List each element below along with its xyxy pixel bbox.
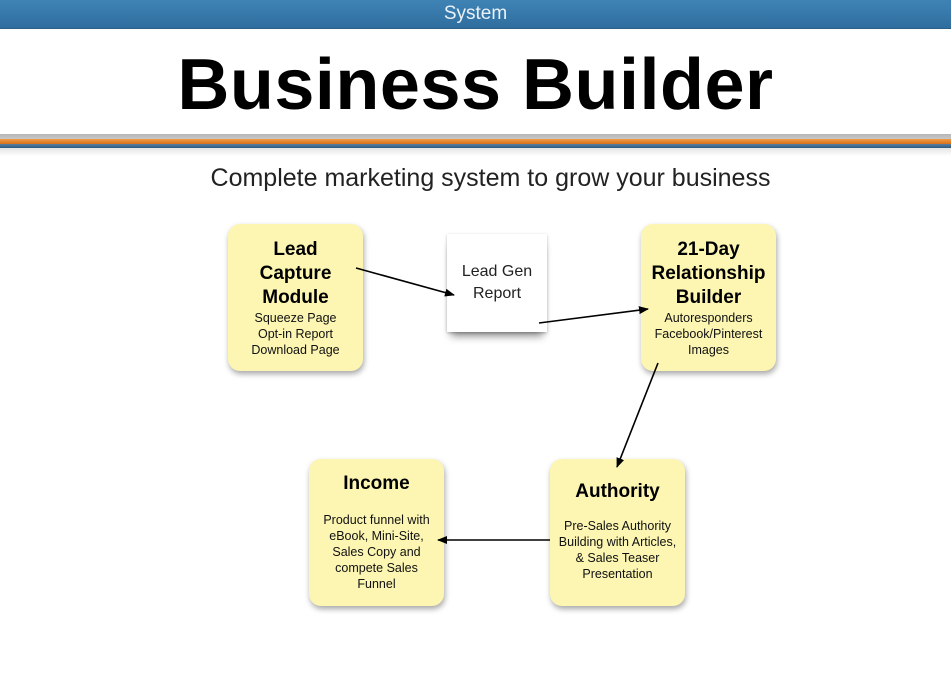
node-title: Income [343, 473, 410, 494]
node-title: Lead Capture Module [259, 239, 332, 308]
node-description: Autoresponders Facebook/Pinterest Images [654, 311, 763, 357]
page-title: Business Builder [177, 45, 774, 125]
section-label: System [443, 3, 508, 24]
authority-node: Authority Pre-Sales Authority Building w… [550, 459, 685, 606]
title-rule-orange [0, 139, 951, 144]
lead-gen-report-node: Lead Gen Report [447, 234, 547, 332]
page-subtitle: Complete marketing system to grow your b… [210, 164, 771, 192]
node-description: Squeeze Page Opt-in Report Download Page [251, 311, 340, 357]
node-description: Pre-Sales Authority Building with Articl… [558, 519, 677, 581]
arrow-report-to-relationship [538, 306, 649, 324]
relationship-builder-node: 21-Day Relationship Builder Autoresponde… [641, 224, 776, 371]
income-node: Income Product funnel with eBook, Mini-S… [309, 459, 444, 606]
arrow-relationship-to-authority [616, 362, 659, 468]
node-title: Authority [575, 481, 660, 502]
node-description: Product funnel with eBook, Mini-Site, Sa… [323, 513, 430, 591]
node-title: 21-Day Relationship Builder [651, 239, 766, 308]
lead-capture-module-node: Lead Capture Module Squeeze Page Opt-in … [228, 224, 363, 371]
title-rule-blue [0, 144, 951, 148]
arrow-capture-to-report [355, 267, 455, 297]
header-bar: System [0, 0, 951, 29]
